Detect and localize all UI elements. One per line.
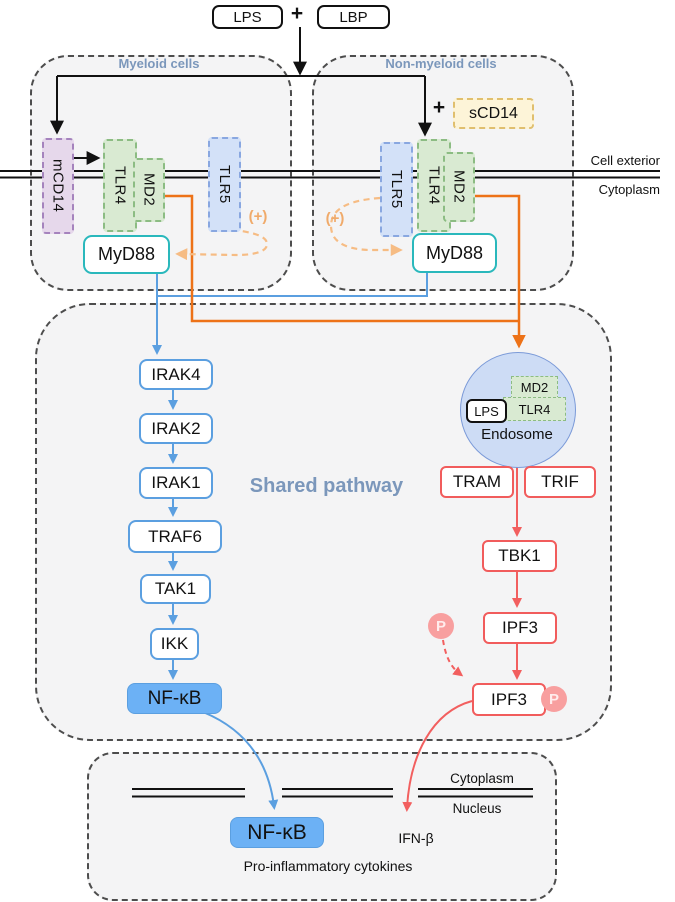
nfkb-nucleus-box: NF-κB [230,817,324,848]
ikk-label: IKK [160,634,189,653]
plus-sign-scd14: + [432,96,446,119]
line-md2left-endosome [161,194,519,323]
endosome-tlr4-box: TLR4 [503,397,566,421]
endosome-tlr4-label: TLR4 [518,401,551,417]
lbp-box: LBP [317,5,390,29]
plus-activation-left: (+) [248,208,268,225]
arrow-tlr5left-plus [175,226,269,261]
arrow-phospho-dashed [442,639,464,677]
pro-inflammatory-label: Pro-inflammatory cytokines [243,858,413,874]
ipf3-box: IPF3 [483,612,557,644]
ifn-beta-label: IFN-β [398,830,434,846]
traf6-label: TRAF6 [148,526,202,546]
tak1-box: TAK1 [140,574,211,604]
phosphate-circle-bound: P [541,686,567,712]
trif-label: TRIF [541,472,579,491]
nucleus-label: Nucleus [452,801,502,816]
myeloid-cells-title: Myeloid cells [118,56,200,71]
arrow-ipf3-ifnb [402,700,473,812]
myd88-left: MyD88 [83,235,170,274]
endosome-lps-label: LPS [474,403,499,419]
ikk-box: IKK [150,628,199,660]
irak1-label: IRAK1 [151,473,201,492]
lps-box: LPS [212,5,283,29]
ipf3-phospho-label: IPF3 [491,689,527,709]
endosome-lps-box: LPS [466,399,507,423]
arrow-md2right-endosome [471,194,526,349]
ipf3-phospho-box: IPF3 [472,683,546,716]
scd14-box: sCD14 [453,98,534,129]
scd14-label: sCD14 [469,104,518,122]
mcd14-receptor: mCD14 [42,138,74,234]
endosome-label: Endosome [481,426,553,443]
tlr5-right: TLR5 [380,142,413,237]
shared-pathway-title: Shared pathway [249,475,404,497]
tbk1-label: TBK1 [498,546,541,565]
myd88-left-label: MyD88 [97,244,155,264]
lps-label: LPS [233,8,262,26]
tlr5-left: TLR5 [208,137,241,232]
endosome-md2-label: MD2 [520,380,549,395]
arrow-tlr5right-plus [329,196,403,257]
tak1-label: TAK1 [154,579,197,598]
md2-right: MD2 [443,152,475,222]
line-myd88r-join [158,269,428,297]
nfkb-nucleus-label: NF-κB [247,820,307,844]
endosome-md2-box: MD2 [511,376,558,399]
tram-label: TRAM [452,472,502,491]
phosphate-circle-free: P [428,613,454,639]
tram-box: TRAM [440,466,514,498]
irak2-box: IRAK2 [139,413,213,444]
non-myeloid-cells-title: Non-myeloid cells [385,56,497,71]
cytoplasm-label-top: Cytoplasm [598,182,660,197]
phosphate-p-label: P [435,617,446,635]
irak4-box: IRAK4 [139,359,213,390]
md2-left: MD2 [133,158,165,222]
irak1-box: IRAK1 [139,467,213,499]
ipf3-label: IPF3 [502,618,538,637]
nfkb-cytoplasm-label: NF-κB [147,687,202,709]
irak4-label: IRAK4 [151,364,201,384]
irak2-label: IRAK2 [151,418,201,438]
tlr4-left: TLR4 [103,139,137,232]
traf6-box: TRAF6 [128,520,222,553]
nfkb-cytoplasm-box: NF-κB [127,683,222,714]
trif-box: TRIF [524,466,596,498]
plus-activation-right: (+) [325,210,345,227]
arrow-nfkb-nucleus [202,711,279,810]
tbk1-box: TBK1 [482,540,557,572]
cell-exterior-label: Cell exterior [590,153,660,168]
phosphate-p-label2: P [548,690,559,708]
cytoplasm-label-bottom: Cytoplasm [450,771,514,786]
myd88-right-label: MyD88 [425,242,483,263]
lbp-label: LBP [339,8,368,26]
plus-sign-top: + [290,2,304,25]
myd88-right: MyD88 [412,233,497,273]
nuclear-membrane [132,788,533,798]
